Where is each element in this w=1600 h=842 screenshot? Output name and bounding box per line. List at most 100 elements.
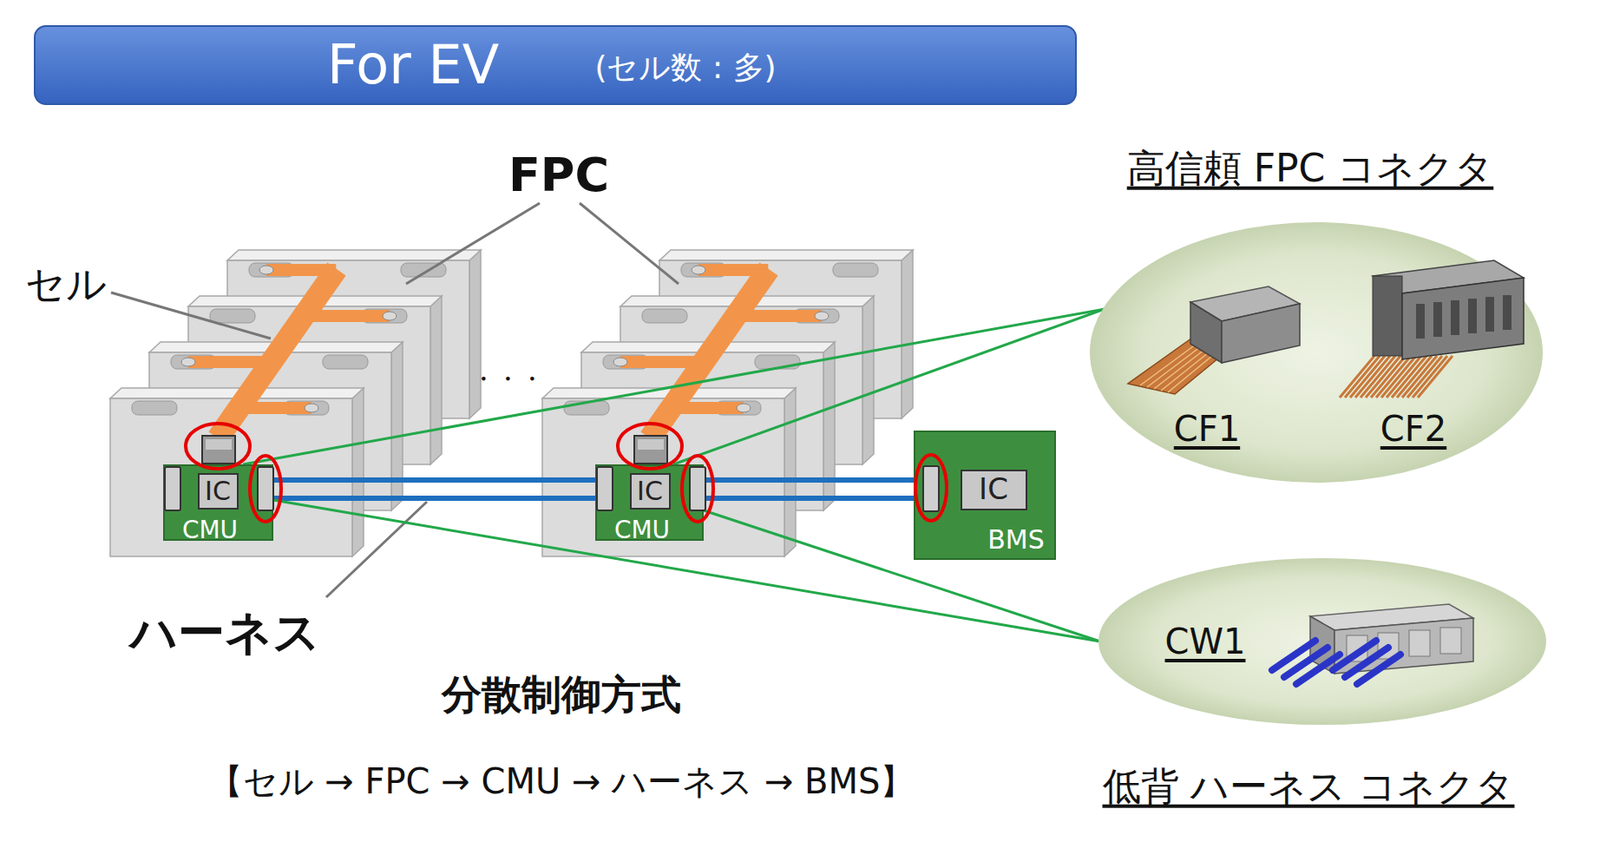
fpc-trace — [1386, 355, 1422, 398]
node-text: CMU — [182, 516, 238, 545]
fpc-trace — [1355, 355, 1391, 398]
connector-latch — [1440, 627, 1462, 654]
highlight-circles — [185, 423, 947, 522]
cell-terminal — [209, 308, 256, 323]
diagram-title: For EV — [327, 33, 499, 96]
node-text: IC — [978, 472, 1009, 506]
connector-slot — [1416, 303, 1425, 339]
terminal-bolt — [736, 403, 751, 413]
fpc-trace — [1350, 355, 1385, 398]
cell-top — [227, 249, 481, 261]
highlight-circle — [617, 423, 682, 469]
cell-side — [352, 387, 364, 557]
connector-body — [1334, 617, 1474, 674]
fpc-branch — [239, 401, 312, 414]
ellipsis: ・・・ — [471, 365, 545, 394]
node-text: CW1 — [1165, 621, 1246, 662]
harness-wire — [703, 479, 914, 499]
wire-pin — [1344, 647, 1389, 677]
fpc-trace — [1391, 355, 1427, 398]
board-connectors — [164, 435, 939, 512]
connector-ellipse — [1089, 222, 1543, 483]
board-connector — [164, 466, 181, 511]
fpc-trace — [1412, 355, 1448, 398]
flow-note: 【セル → FPC → CMU → ハーネス → BMS】 — [208, 760, 916, 801]
connector-front — [1190, 301, 1222, 363]
node-text: IC — [204, 476, 231, 507]
fpc-connector — [634, 435, 668, 464]
fpc-sheet — [181, 265, 397, 439]
harness-wire-line — [273, 495, 596, 501]
node-text: CF1 — [1173, 408, 1240, 449]
fpc-trace — [1407, 355, 1443, 398]
leader-line — [111, 292, 271, 339]
cell-side — [391, 341, 403, 511]
board-connector — [923, 465, 939, 512]
connector-ellipse — [1098, 557, 1547, 725]
cell-side — [430, 295, 442, 465]
fpc-trace — [1365, 355, 1401, 398]
fpc-trace — [1396, 355, 1432, 398]
harness-wire-line — [703, 477, 914, 483]
ic-chip: IC — [197, 472, 239, 510]
harness-wire-line — [273, 477, 596, 483]
terminal-bolt — [691, 265, 706, 275]
connector-body — [1402, 277, 1524, 360]
terminal-bolt — [181, 357, 196, 367]
leader-line — [406, 203, 540, 284]
fpc-connector — [202, 435, 236, 464]
connector-slot — [1433, 301, 1443, 337]
connector-latch — [1409, 629, 1430, 656]
callout-heading: 高信頼 FPC コネクタ — [1127, 146, 1495, 191]
fpc-branch — [735, 309, 822, 322]
ic-chip: IC — [629, 472, 671, 510]
cell-side — [901, 249, 913, 419]
fpc-trace — [1339, 355, 1375, 398]
fpc-trunk — [217, 268, 337, 439]
fpc-branch — [671, 401, 744, 414]
connector-slot — [1485, 296, 1495, 332]
circuit-board: BMSIC — [913, 430, 1056, 560]
fpc-branch — [698, 263, 768, 276]
part-label: FPC — [508, 148, 610, 203]
cell-terminal — [832, 262, 879, 277]
callout-shape — [1086, 138, 1547, 486]
leader-line — [579, 203, 679, 284]
highlight-circle — [249, 455, 282, 522]
terminal-bolt — [304, 403, 319, 413]
leader-line — [326, 501, 427, 597]
harness-wire — [273, 479, 596, 499]
fpc-branch — [266, 263, 336, 276]
highlight-circle — [681, 455, 714, 522]
connector-slot — [1502, 295, 1512, 330]
part-label: セル — [25, 261, 107, 308]
board-connector — [689, 466, 706, 511]
fpc-sheet — [613, 265, 829, 439]
board-connector — [596, 466, 613, 511]
highlight-circle — [915, 454, 947, 521]
connector-slot — [1450, 300, 1460, 335]
fpc-trace — [1417, 355, 1453, 398]
fpc-connector-top — [205, 439, 232, 450]
fpc-branch — [188, 355, 272, 368]
node-text: CMU — [614, 516, 670, 545]
part-label: ハーネス — [130, 605, 321, 660]
cell-stacks — [110, 249, 913, 557]
terminal-bolt — [259, 265, 274, 275]
wire-pin — [1272, 640, 1316, 670]
cell-terminal — [322, 354, 368, 369]
callout-line — [703, 510, 1101, 642]
node-text: CF2 — [1380, 408, 1447, 449]
fpc-trace — [1376, 355, 1411, 398]
fpc-trace — [1402, 355, 1437, 398]
cell-side — [862, 295, 874, 465]
board-connector — [257, 466, 274, 511]
connector-side — [1221, 303, 1300, 363]
node-text: IC — [636, 476, 663, 507]
harness-wire-line — [703, 495, 914, 501]
fpc-trace — [1360, 355, 1396, 398]
callout-line-line — [703, 510, 1101, 642]
wire-pin — [1357, 654, 1401, 684]
connector-slot — [1468, 298, 1477, 334]
